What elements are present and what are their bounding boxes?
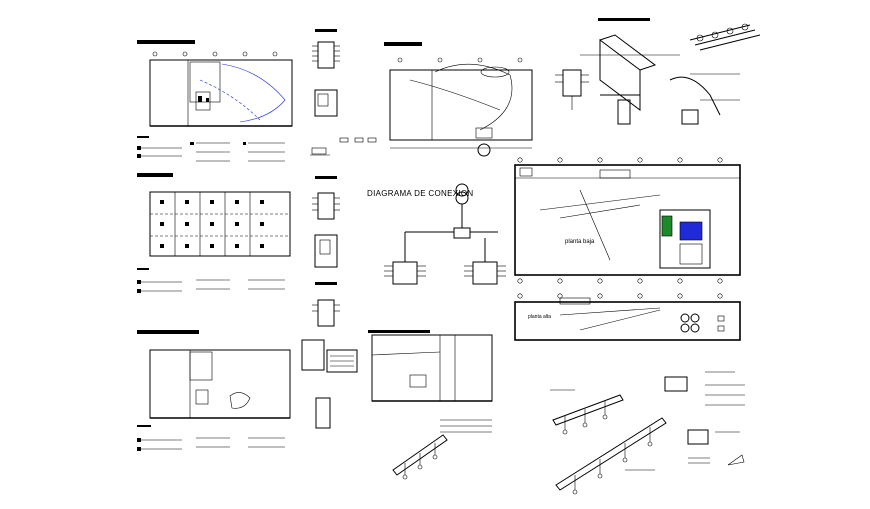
plan-f-legend — [137, 425, 285, 451]
connection-diagram-terminals — [384, 265, 506, 277]
connection-diagram: DIAGRAMA DE CONEXION — [367, 183, 506, 285]
plan-c-legend — [137, 268, 285, 293]
isometric-support-detail — [580, 18, 761, 125]
plan-d-floor-plan: planta baja — [514, 157, 741, 284]
equipment-green-block — [661, 215, 673, 237]
plan-b-floor-plan — [339, 42, 533, 157]
plan-f-floor-plan — [137, 330, 291, 451]
plan-c-floor-plan — [137, 173, 291, 293]
cable-tray-detail-1 — [392, 434, 448, 480]
cable-tray-detail-2 — [550, 389, 624, 435]
riser-detail — [555, 69, 589, 110]
plan-c-room-grid — [150, 192, 290, 256]
title-block — [664, 371, 745, 466]
plan-d-grid-markers — [517, 157, 723, 284]
panel-detail-1 — [310, 29, 340, 156]
plan-a-legend — [137, 136, 285, 162]
plan-a-grid-markers — [152, 51, 278, 57]
plan-c-fixtures — [160, 200, 264, 248]
plan-d-label: planta baja — [565, 239, 595, 245]
plan-g-floor-plan — [368, 330, 493, 433]
cable-tray-detail-3 — [555, 417, 667, 495]
plan-e-floor-plan: planta alta — [514, 293, 741, 341]
plan-e-grid-markers — [517, 293, 723, 299]
connection-diagram-title: DIAGRAMA DE CONEXION — [367, 189, 473, 198]
plan-b-grid-markers — [397, 57, 523, 63]
panel-detail-2 — [312, 176, 340, 268]
plan-a-floor-plan — [137, 40, 293, 162]
equipment-blue-block — [679, 221, 703, 241]
panel-detail-3 — [301, 282, 358, 429]
plan-e-label: planta alta — [528, 314, 551, 320]
